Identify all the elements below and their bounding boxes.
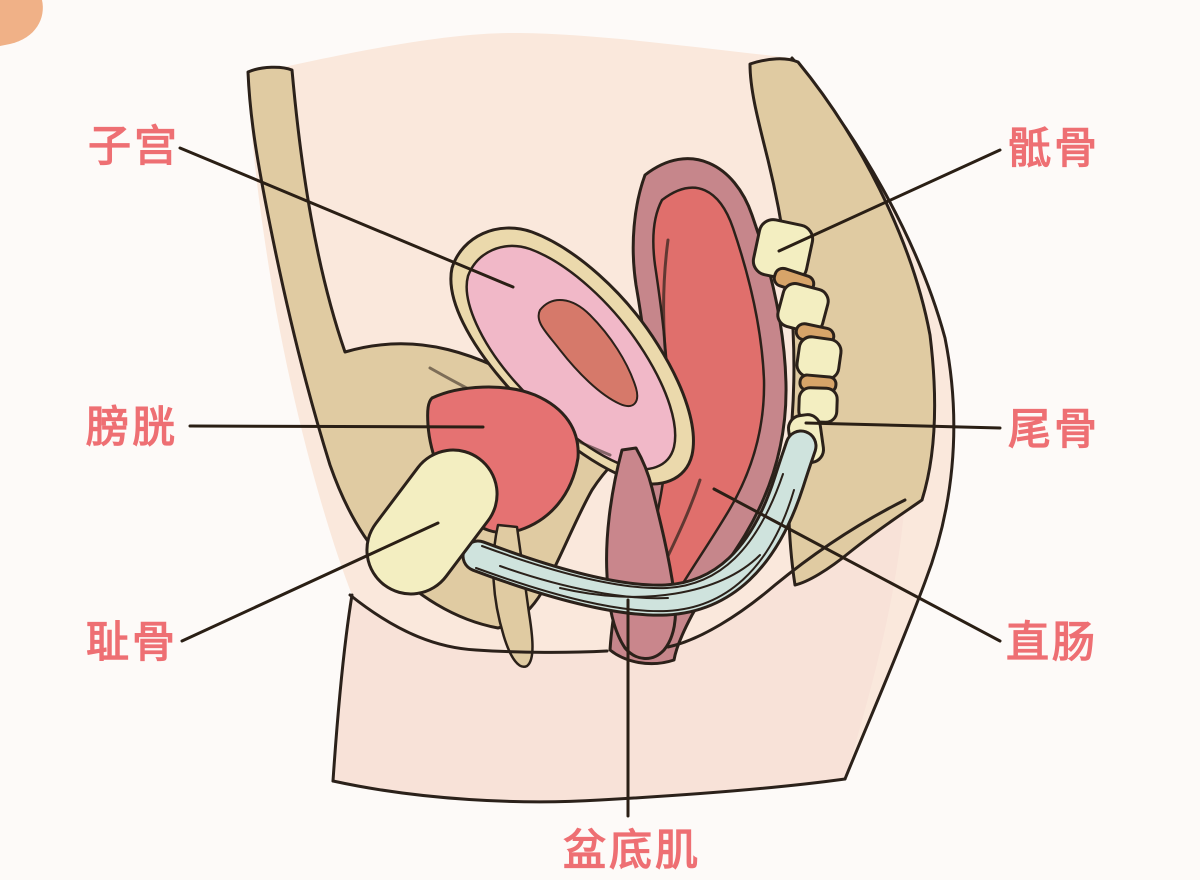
bottom-outline bbox=[331, 777, 847, 804]
front-leg-outline bbox=[331, 593, 354, 783]
muscle-strand-1 bbox=[481, 473, 784, 590]
thigh-region bbox=[333, 500, 905, 802]
label-bladder: 膀胱 bbox=[85, 404, 178, 452]
leader-uterus bbox=[178, 146, 515, 289]
sacrum-vertebra-3 bbox=[795, 335, 843, 381]
label-uterus: 子宫 bbox=[88, 123, 180, 171]
pubic-bone-shape bbox=[365, 448, 499, 596]
label-pelvic-floor: 盆底肌 bbox=[563, 827, 701, 875]
label-sacrum: 骶骨 bbox=[1008, 125, 1100, 173]
leader-rectum bbox=[712, 487, 1002, 643]
leader-coccyx bbox=[804, 421, 1002, 430]
pelvic-floor-muscles bbox=[461, 429, 818, 617]
uterus-cavity bbox=[537, 298, 639, 407]
corner-blob bbox=[0, 0, 43, 46]
groin-crease-left bbox=[348, 593, 609, 654]
label-pubic-bone: 耻骨 bbox=[86, 619, 178, 667]
label-rectum: 直肠 bbox=[1006, 619, 1098, 667]
muscle-strand-3 bbox=[499, 565, 669, 600]
groin-crease-right bbox=[666, 498, 907, 649]
label-coccyx: 尾骨 bbox=[1008, 406, 1100, 454]
back-outline bbox=[790, 56, 956, 781]
leader-sacrum bbox=[777, 148, 1002, 253]
leader-pubic-bone bbox=[180, 521, 440, 643]
muscle-strand-2 bbox=[475, 489, 795, 613]
leader-bladder bbox=[188, 424, 485, 429]
rectum-texture-line-2 bbox=[666, 478, 702, 558]
muscle-strand-4 bbox=[559, 554, 761, 598]
